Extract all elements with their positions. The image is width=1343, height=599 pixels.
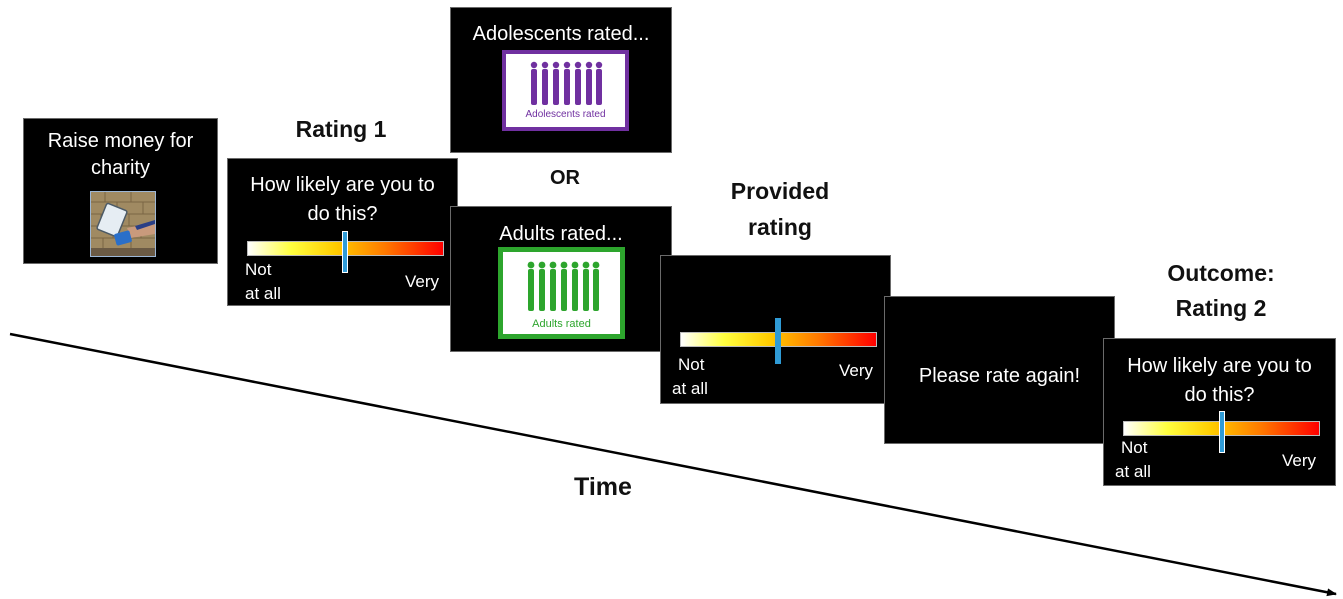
rating1-question-line1: How likely are you to	[250, 174, 435, 196]
people-silhouettes-icon	[527, 261, 600, 311]
rating1-max: Very	[405, 272, 440, 291]
adults-group-image: Adults rated	[498, 247, 625, 339]
rating2-min-line2: at all	[1115, 462, 1151, 481]
adolescents-group-caption: Adolescents rated	[525, 109, 606, 120]
rating1-min-line1: Not	[245, 260, 272, 279]
provided-max: Very	[839, 361, 874, 380]
heading-provided-line1: Provided	[730, 178, 830, 204]
charity-text-line1: Raise money for	[47, 130, 194, 152]
adults-group-caption: Adults rated	[532, 318, 591, 330]
people-silhouettes-icon	[530, 61, 603, 105]
adolescents-group-image: Adolescents rated	[502, 50, 629, 131]
heading-rating-1: Rating 1	[295, 116, 387, 142]
rating2-max: Very	[1282, 451, 1317, 470]
rating2-question-line1: How likely are you to	[1127, 355, 1312, 377]
heading-outcome-line2: Rating 2	[1175, 295, 1267, 321]
screen-adults: Adults rated... Adults rated	[450, 206, 672, 352]
screen-rate-again: Please rate again!	[884, 296, 1115, 444]
heading-time: Time	[574, 473, 632, 501]
rate-again-text: Please rate again!	[918, 365, 1081, 387]
screen-adolescents: Adolescents rated... Adolescents rated	[450, 7, 672, 153]
heading-provided-line2: rating	[748, 214, 812, 240]
rating2-question-line2: do this?	[1184, 384, 1255, 406]
provided-min-line1: Not	[678, 355, 705, 374]
screen-rating-1: How likely are you to do this? Not at al…	[227, 158, 458, 306]
charity-collection-photo	[90, 191, 156, 257]
screen-rating-2: How likely are you to do this? Not at al…	[1103, 338, 1336, 486]
provided-min-line2: at all	[672, 379, 708, 398]
screen-charity: Raise money for charity	[23, 118, 218, 264]
rating1-question-line2: do this?	[307, 203, 378, 225]
rating2-min-line1: Not	[1121, 438, 1148, 457]
adults-title: Adults rated...	[499, 223, 623, 245]
provided-scale-marker	[775, 318, 781, 364]
rating2-scale-marker	[1219, 411, 1225, 453]
adolescents-title: Adolescents rated...	[472, 23, 650, 45]
rating1-min-line2: at all	[245, 284, 281, 303]
charity-text-line2: charity	[91, 157, 150, 179]
heading-or: OR	[550, 167, 580, 189]
rating1-scale-marker	[342, 231, 348, 273]
screen-provided-rating: Not at all Very	[660, 255, 891, 404]
heading-outcome-line1: Outcome:	[1167, 260, 1275, 286]
